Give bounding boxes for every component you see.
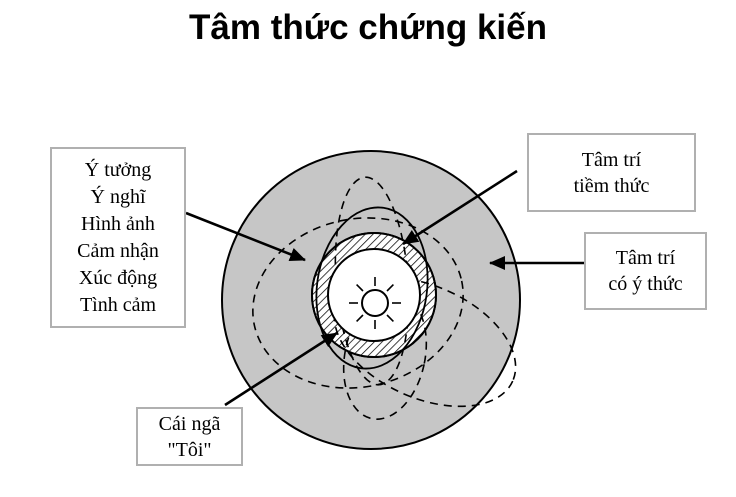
label-line: Ý nghĩ: [90, 185, 146, 208]
label-line: Ý tưởng: [84, 158, 152, 181]
label-box-subconscious: Tâm trí tiềm thức: [527, 133, 696, 212]
label-line: Xúc động: [78, 266, 158, 289]
label-line: Cảm nhận: [77, 239, 159, 262]
label-line: có ý thức: [608, 273, 683, 295]
label-line: Cái ngã: [158, 412, 221, 435]
arrow-ego: [224, 331, 338, 407]
thought-orbit-solid: [315, 206, 429, 370]
sun-icon: [349, 277, 401, 329]
label-box-conscious: Tâm trí có ý thức: [584, 232, 707, 310]
thought-orbit-left: [252, 217, 464, 389]
label-box-qualities: Ý tưởng Ý nghĩ Hình ảnh Cảm nhận Xúc độn…: [50, 147, 186, 328]
label-line: Tình cảm: [79, 293, 157, 316]
label-line: Tâm trí: [615, 247, 676, 269]
label-line: Hình ảnh: [81, 212, 155, 235]
label-line: "Tôi": [167, 438, 212, 461]
arrow-qualities: [185, 211, 306, 262]
page-title: Tâm thức chứng kiến: [189, 8, 547, 47]
label-line: Tâm trí: [581, 148, 642, 171]
arrow-subconscious: [402, 169, 518, 246]
thought-orbit-bottom: [342, 292, 428, 420]
label-box-ego: Cái ngã "Tôi": [136, 407, 243, 466]
label-line: tiềm thức: [573, 174, 650, 197]
